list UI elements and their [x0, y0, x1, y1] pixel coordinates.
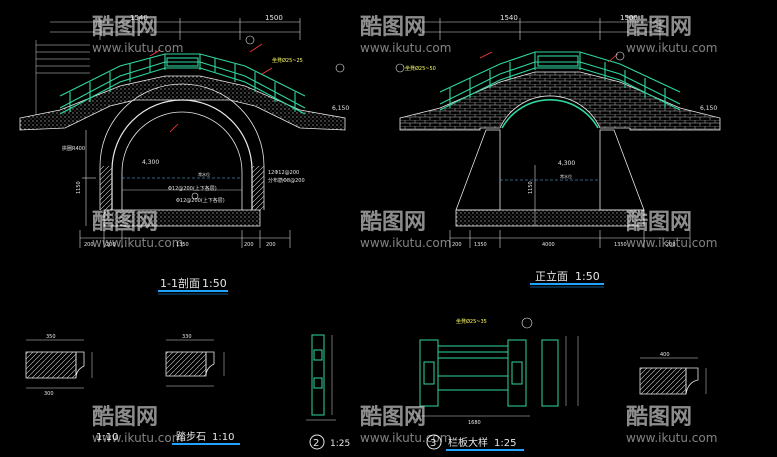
front-bottom-dim: 1350 — [614, 242, 627, 248]
front-rail-note: 坐凳Ø25~50 — [405, 65, 436, 72]
section-top-dim-2: 1500 — [265, 14, 283, 22]
front-level: 4,300 — [558, 160, 575, 167]
bottom-titles: 1:10 踏步石 1:10 2 1:25 3 栏板大样 1:25 — [96, 430, 524, 451]
front-title: 正立面 — [535, 269, 568, 283]
watermark: 酷图网 www.ikutu.com — [360, 210, 451, 250]
watermark: 酷图网 www.ikutu.com — [626, 210, 717, 250]
section-level-right: 6,150 — [332, 105, 349, 112]
watermark-url: www.ikutu.com — [360, 236, 451, 250]
watermark: 酷图网 www.ikutu.com — [92, 405, 183, 445]
corner-top-dim: 400 — [660, 352, 670, 358]
front-bottom-dim: 200 — [452, 242, 462, 248]
front-top-dim-2: 1500 — [620, 14, 638, 22]
section-rail-note: 坐凳Ø25~25 — [272, 57, 303, 64]
panel-note: 坐凳Ø25~35 — [456, 318, 487, 325]
watermark: 酷图网 www.ikutu.com — [92, 15, 183, 55]
section-scale: 1:50 — [202, 277, 227, 290]
section-bottom-dim: 1350 — [176, 242, 189, 248]
front-water-note: 常水位 — [560, 173, 572, 179]
section-bottom-dim: 200 — [244, 242, 254, 248]
front-elevation-drawing: 1540 1500 坐凳Ø25~50 6,150 4,300 常水位 1150 … — [395, 14, 721, 288]
front-bottom-dim: 4000 — [542, 242, 555, 248]
detail-3-number: 3 — [430, 438, 436, 449]
watermark: 酷图网 www.ikutu.com — [626, 15, 717, 55]
watermark-url: www.ikutu.com — [92, 41, 183, 55]
watermark-url: www.ikutu.com — [92, 236, 183, 250]
watermark-url: www.ikutu.com — [626, 236, 717, 250]
panel-scale: 1:25 — [494, 438, 516, 449]
corner-stone-detail: 400 — [639, 352, 707, 395]
watermark-brand: 酷图网 — [360, 210, 426, 235]
detail-2-number: 2 — [313, 438, 319, 449]
front-scale: 1:50 — [575, 270, 600, 283]
section-reinforce-3: 12Φ12@200 — [268, 170, 299, 176]
front-level-right: 6,150 — [700, 105, 717, 112]
step-title: 踏步石 — [176, 430, 206, 443]
section-title: 1-1剖面 — [160, 276, 200, 290]
bottom-left-partial-scale: 1:10 — [96, 432, 118, 443]
watermark-brand: 酷图网 — [626, 405, 692, 430]
section-level: 4,300 — [142, 159, 159, 166]
panel-detail: 坐凳Ø25~35 1680 — [416, 317, 579, 426]
watermark-tiles: 酷图网 www.ikutu.com 酷图网 www.ikutu.com 酷图网 … — [92, 15, 717, 445]
section-distribution-note: 分布筋Φ8@200 — [268, 177, 305, 184]
watermark-brand: 酷图网 — [92, 15, 158, 40]
watermark-brand: 酷图网 — [360, 15, 426, 40]
watermark-brand: 酷图网 — [626, 210, 692, 235]
front-bottom-dim: 200 — [666, 242, 676, 248]
section-bottom-dim: 200 — [84, 242, 94, 248]
watermark-url: www.ikutu.com — [360, 431, 451, 445]
section-bottom-dim: 200 — [106, 242, 116, 248]
front-height-label: 1150 — [528, 181, 534, 194]
panel-bottom-dim: 1680 — [468, 420, 481, 426]
watermark-brand: 酷图网 — [626, 15, 692, 40]
section-water-note: 常水位 — [198, 171, 210, 177]
watermark-url: www.ikutu.com — [626, 41, 717, 55]
step-1-top-dim: 350 — [46, 334, 56, 340]
front-top-dim-1: 1540 — [500, 14, 518, 22]
watermark: 酷图网 www.ikutu.com — [92, 210, 183, 250]
watermark-brand: 酷图网 — [92, 210, 158, 235]
detail-3-marker — [426, 434, 442, 450]
step-stone-detail-2: 330 — [165, 334, 225, 387]
step-2-top-dim: 330 — [182, 334, 192, 340]
watermark-url: www.ikutu.com — [92, 431, 183, 445]
watermark: 酷图网 www.ikutu.com — [626, 405, 717, 445]
section-height-label: 1150 — [76, 181, 82, 194]
section-arch-radius: 拱圈R400 — [62, 145, 85, 152]
watermark: 酷图网 www.ikutu.com — [360, 15, 451, 55]
watermark-url: www.ikutu.com — [360, 41, 451, 55]
section-1-1-drawing: 1540 1500 坐凳Ø25~25 6,150 拱圈R400 4,300 11… — [19, 14, 349, 295]
watermark-brand: 酷图网 — [92, 405, 158, 430]
section-top-dim-1: 1540 — [130, 14, 148, 22]
section-bottom-dims: 200 200 1350 200 200 — [84, 242, 276, 248]
panel-title: 栏板大样 — [448, 436, 488, 449]
rail-post-detail — [306, 334, 336, 421]
step-1-bottom-dim: 300 — [44, 391, 54, 397]
front-bottom-dims: 200 1350 4000 1350 200 — [452, 242, 676, 248]
section-reinforce-2: Φ12@200(上下各层) — [176, 197, 225, 204]
section-bottom-dim: 200 — [266, 242, 276, 248]
detail-2-marker — [309, 434, 325, 450]
watermark-brand: 酷图网 — [360, 405, 426, 430]
section-reinforce-1: Φ12@200(上下各层) — [168, 185, 217, 192]
front-bottom-dim: 1350 — [474, 242, 487, 248]
watermark: 酷图网 www.ikutu.com — [360, 405, 451, 445]
detail-2-scale: 1:25 — [330, 439, 350, 449]
step-scale: 1:10 — [212, 432, 234, 443]
step-stone-detail-1: 350 300 — [25, 334, 93, 397]
watermark-url: www.ikutu.com — [626, 431, 717, 445]
